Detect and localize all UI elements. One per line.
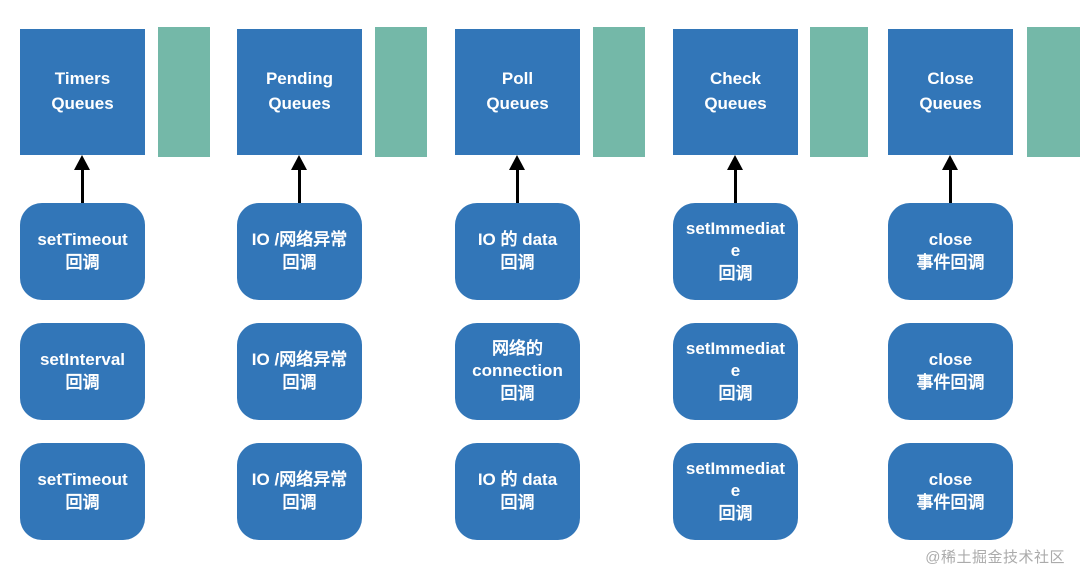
arrow-up-icon xyxy=(727,155,743,170)
queue-header-poll: Poll Queues xyxy=(455,29,580,155)
queue-header-timers: Timers Queues xyxy=(20,29,145,155)
queue-header-pending: Pending Queues xyxy=(237,29,362,155)
callback-box-pending-3: IO /网络异常 回调 xyxy=(237,443,362,540)
green-bar-4 xyxy=(810,27,868,157)
arrow-up-icon xyxy=(74,155,90,170)
arrow-line xyxy=(80,169,84,204)
callback-box-check-3: setImmediat e 回调 xyxy=(673,443,798,540)
callback-box-close-3: close 事件回调 xyxy=(888,443,1013,540)
green-bar-5 xyxy=(1027,27,1080,157)
arrow-line xyxy=(515,169,519,204)
callback-box-close-2: close 事件回调 xyxy=(888,323,1013,420)
queue-header-close: Close Queues xyxy=(888,29,1013,155)
green-bar-3 xyxy=(593,27,645,157)
callback-box-timers-1: setTimeout 回调 xyxy=(20,203,145,300)
green-bar-1 xyxy=(158,27,210,157)
watermark: @稀土掘金技术社区 xyxy=(925,549,1065,566)
arrow-up-icon xyxy=(942,155,958,170)
callback-box-poll-1: IO 的 data 回调 xyxy=(455,203,580,300)
callback-box-pending-1: IO /网络异常 回调 xyxy=(237,203,362,300)
callback-box-close-1: close 事件回调 xyxy=(888,203,1013,300)
arrow-line xyxy=(948,169,952,204)
arrow-up-icon xyxy=(291,155,307,170)
callback-box-check-2: setImmediat e 回调 xyxy=(673,323,798,420)
queue-header-check: Check Queues xyxy=(673,29,798,155)
green-bar-2 xyxy=(375,27,427,157)
callback-box-pending-2: IO /网络异常 回调 xyxy=(237,323,362,420)
callback-box-timers-3: setTimeout 回调 xyxy=(20,443,145,540)
arrow-line xyxy=(297,169,301,204)
callback-box-poll-3: IO 的 data 回调 xyxy=(455,443,580,540)
callback-box-poll-2: 网络的 connection 回调 xyxy=(455,323,580,420)
arrow-up-icon xyxy=(509,155,525,170)
callback-box-check-1: setImmediat e 回调 xyxy=(673,203,798,300)
arrow-line xyxy=(733,169,737,204)
callback-box-timers-2: setInterval 回调 xyxy=(20,323,145,420)
